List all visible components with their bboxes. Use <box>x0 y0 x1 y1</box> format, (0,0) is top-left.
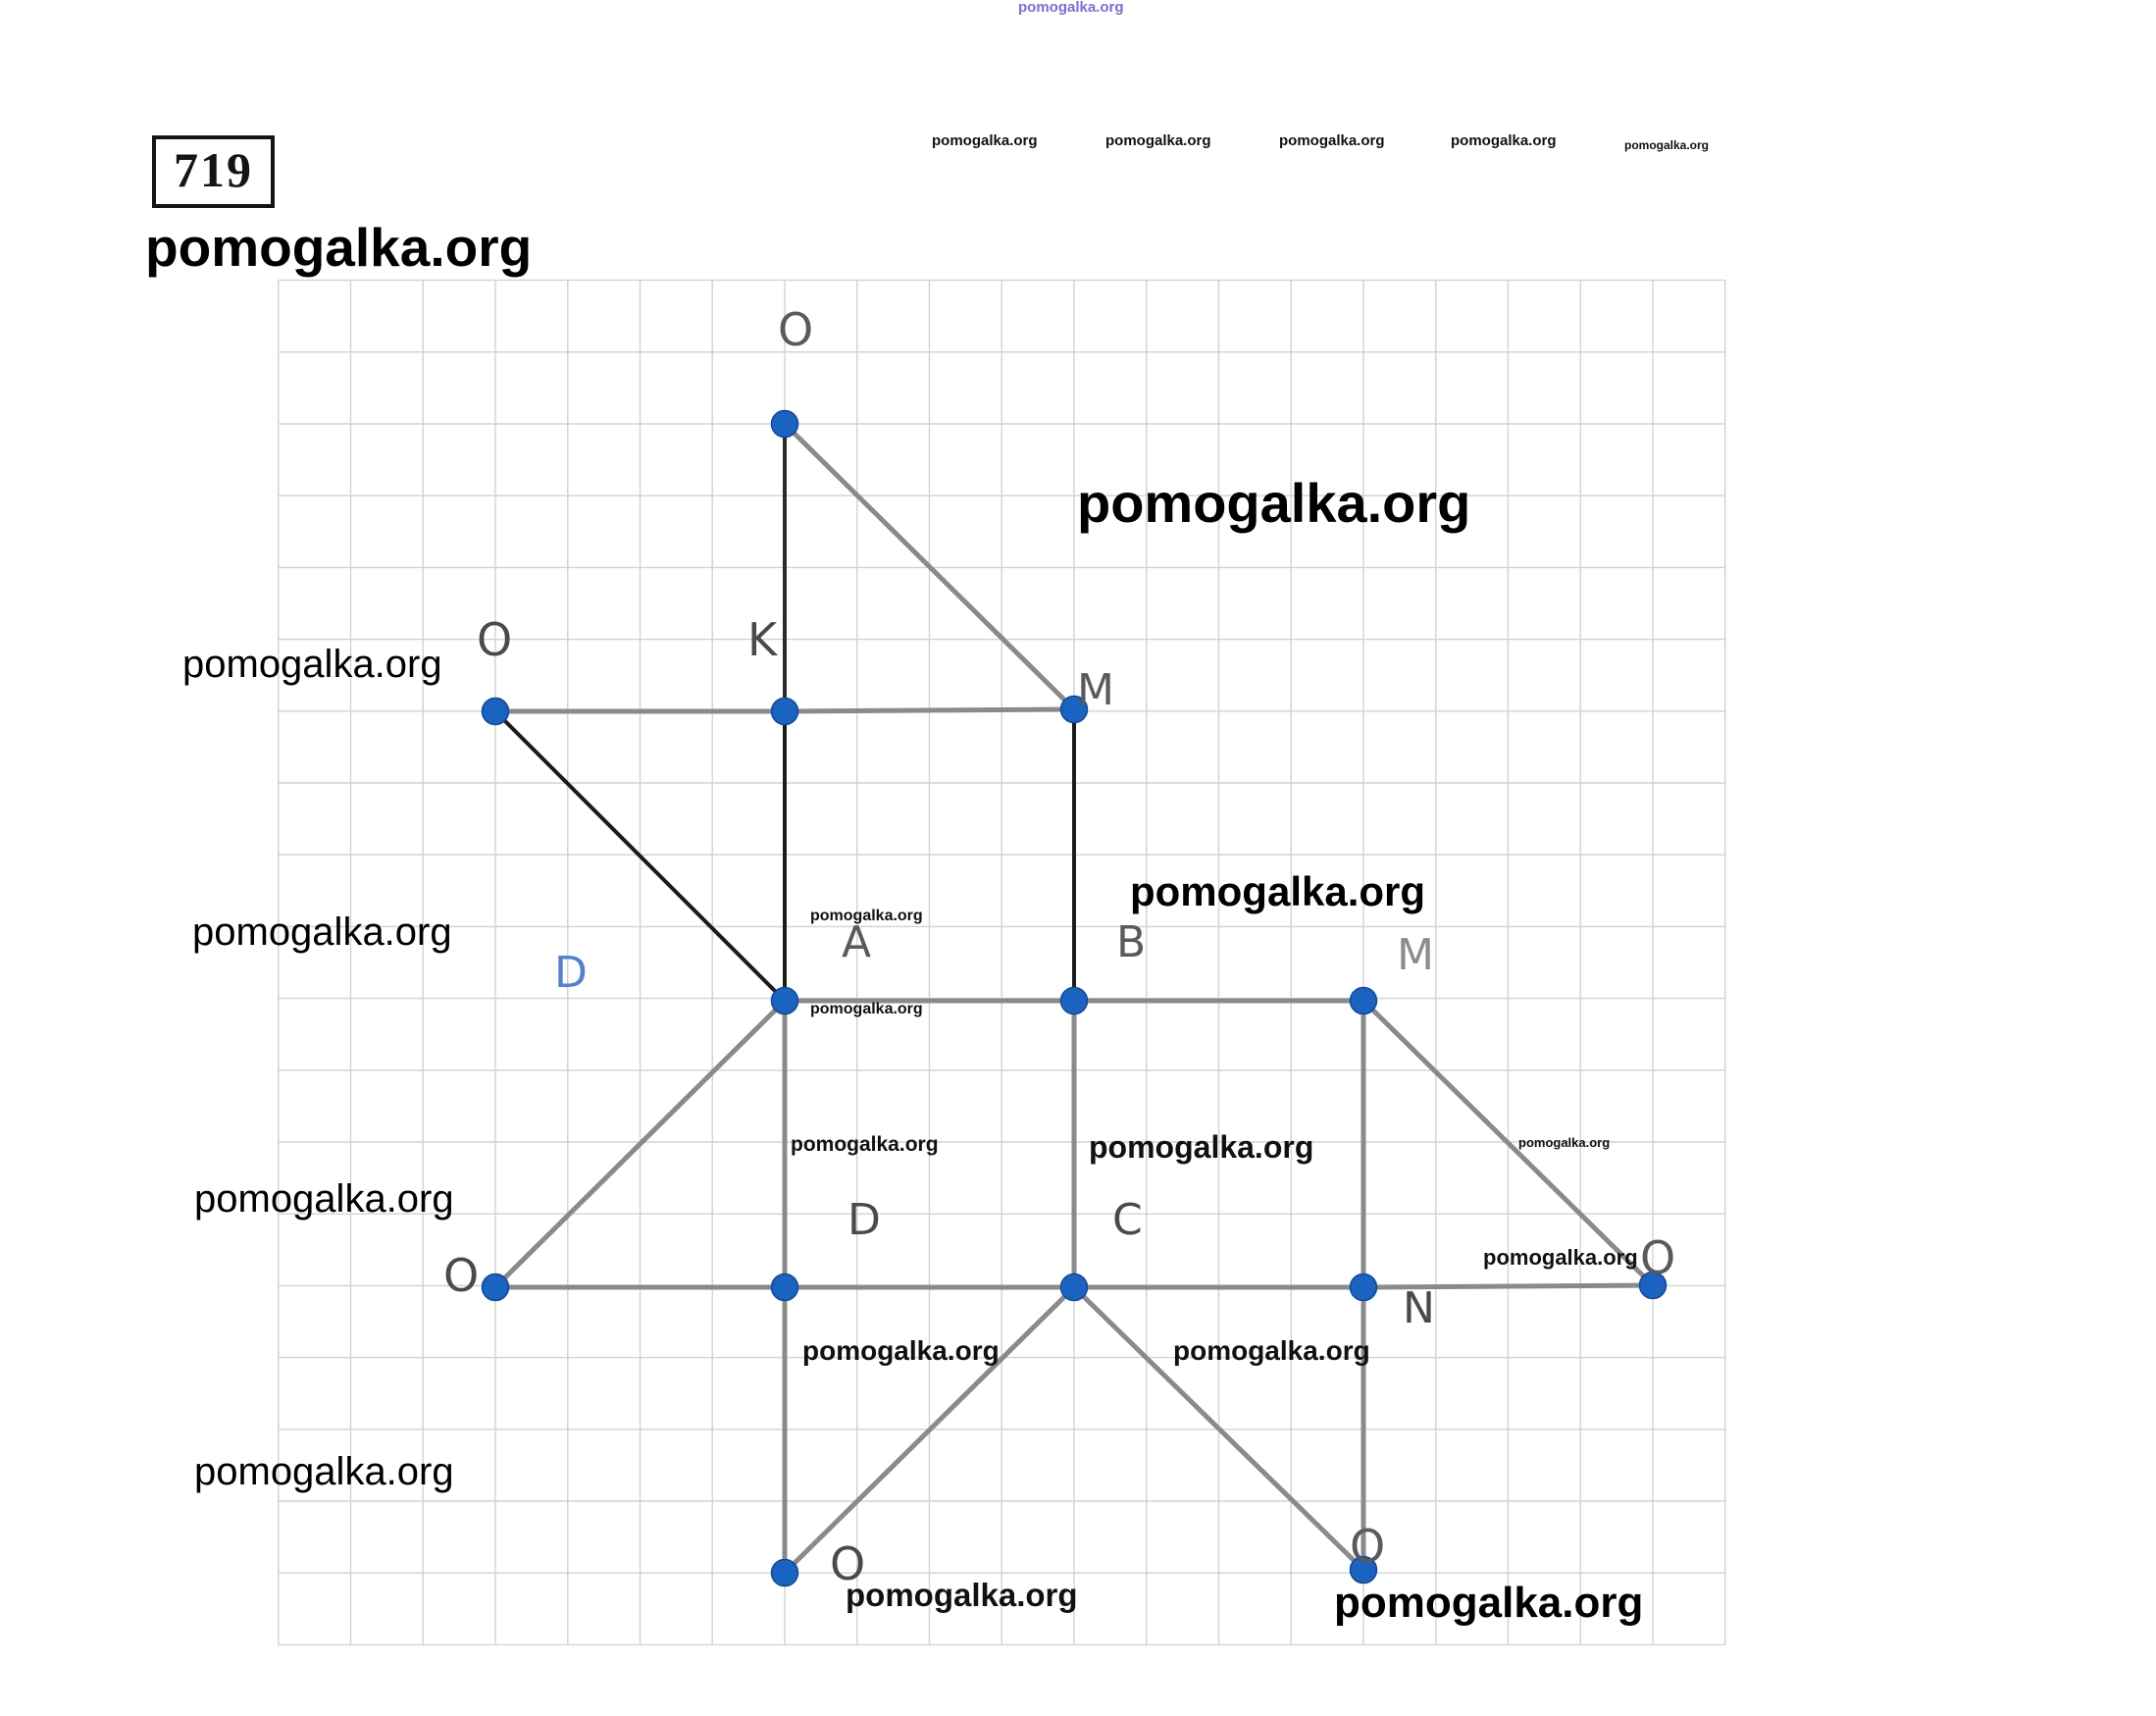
edge-C-O6 <box>1071 1284 1366 1573</box>
edge-O1-M1 <box>782 421 1077 712</box>
vertex-dot-O3 <box>481 1273 510 1302</box>
edge-N-O4 <box>1360 1282 1656 1290</box>
vertex-dot-A <box>770 986 799 1015</box>
header-watermark: pomogalka.org <box>145 217 533 278</box>
vertex-dot-N <box>1349 1273 1378 1302</box>
vertex-dot-O2 <box>481 697 510 726</box>
vertex-dot-B <box>1059 986 1089 1015</box>
edge-K-M1 <box>782 706 1077 714</box>
point-label-B: B <box>1116 917 1146 967</box>
point-label-O: O <box>1640 1231 1675 1284</box>
vertex-dot-O4 <box>1638 1271 1668 1300</box>
point-label-O: O <box>477 613 512 666</box>
point-label-A: A <box>842 917 871 967</box>
point-label-C: C <box>1112 1195 1143 1245</box>
vertex-dot-K <box>770 697 799 726</box>
point-label-M: M <box>1397 930 1434 980</box>
vertex-dot-O5 <box>770 1558 799 1587</box>
edge-C-O5 <box>782 1284 1077 1576</box>
point-label-O: O <box>443 1249 479 1302</box>
edge-M2-O4 <box>1360 998 1656 1288</box>
problem-number: 719 <box>174 142 253 197</box>
point-label-O: O <box>1350 1520 1385 1573</box>
point-label-D: D <box>847 1195 881 1245</box>
edge-A-O3 <box>492 998 788 1290</box>
point-label-K: K <box>747 613 779 666</box>
point-label-O: O <box>778 303 813 356</box>
vertex-dot-C <box>1059 1273 1089 1302</box>
problem-number-box: 719 <box>152 135 275 208</box>
vertex-dot-M2 <box>1349 986 1378 1015</box>
point-label-D: D <box>554 948 588 998</box>
vertex-dot-O6 <box>1349 1555 1378 1585</box>
vertex-dot-O1 <box>770 409 799 439</box>
point-label-N: N <box>1403 1283 1435 1333</box>
vertex-dot-M1 <box>1059 695 1089 724</box>
point-label-O: O <box>830 1537 865 1590</box>
vertex-dot-D <box>770 1273 799 1302</box>
point-label-M: M <box>1077 665 1114 715</box>
edge-O2-A <box>493 709 787 1003</box>
